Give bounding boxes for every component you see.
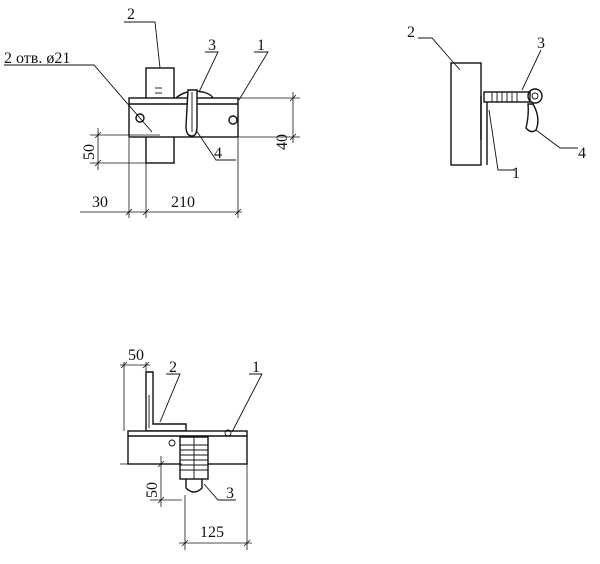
front-view: 2 3 1 4 2 отв. ø21 30 210 50 40 — [4, 6, 300, 218]
part-4-bolt — [185, 89, 198, 137]
callout-2-side: 2 — [407, 24, 415, 41]
callout-1: 1 — [257, 37, 265, 54]
part-4-eye-side — [527, 88, 543, 104]
front-dimensions — [80, 92, 300, 218]
dim-50-left: 50 — [144, 482, 161, 498]
hole-note: 2 отв. ø21 — [4, 50, 70, 67]
hole-top-right — [224, 429, 232, 437]
side-view: 2 3 4 1 — [407, 24, 586, 182]
callout-3-top: 3 — [226, 485, 234, 502]
part-4-eye-inner — [531, 92, 539, 100]
dim-50-top: 50 — [128, 347, 144, 364]
callout-1-top: 1 — [252, 359, 260, 376]
top-view: 2 1 3 50 50 125 — [120, 347, 263, 550]
callout-1-side: 1 — [512, 165, 520, 182]
callout-4: 4 — [214, 145, 222, 162]
callout-2-top: 2 — [169, 359, 177, 376]
part-2-angle-top — [145, 371, 187, 432]
callout-3: 3 — [208, 37, 216, 54]
part-3-thread-side — [491, 92, 518, 102]
part-3-loop-top — [185, 479, 203, 493]
callout-2: 2 — [127, 6, 135, 23]
dim-40: 40 — [274, 134, 291, 150]
hole-top-left — [168, 439, 176, 447]
callout-3-side: 3 — [537, 35, 545, 52]
dim-125: 125 — [200, 524, 224, 541]
hole-right — [228, 115, 238, 125]
dim-30: 30 — [92, 194, 108, 211]
top-dimensions — [120, 361, 252, 550]
part-2-plate-side — [450, 62, 482, 166]
top-leaders — [159, 373, 263, 501]
hole-left — [135, 113, 145, 123]
front-leaders — [4, 21, 269, 161]
side-leaders — [418, 37, 578, 171]
dim-50-front: 50 — [81, 144, 98, 160]
dim-210: 210 — [171, 194, 195, 211]
part-4-hook-side — [525, 103, 539, 133]
callout-4-side: 4 — [578, 145, 586, 162]
weld-seam — [175, 90, 214, 99]
part-3-thread-top — [180, 437, 208, 479]
